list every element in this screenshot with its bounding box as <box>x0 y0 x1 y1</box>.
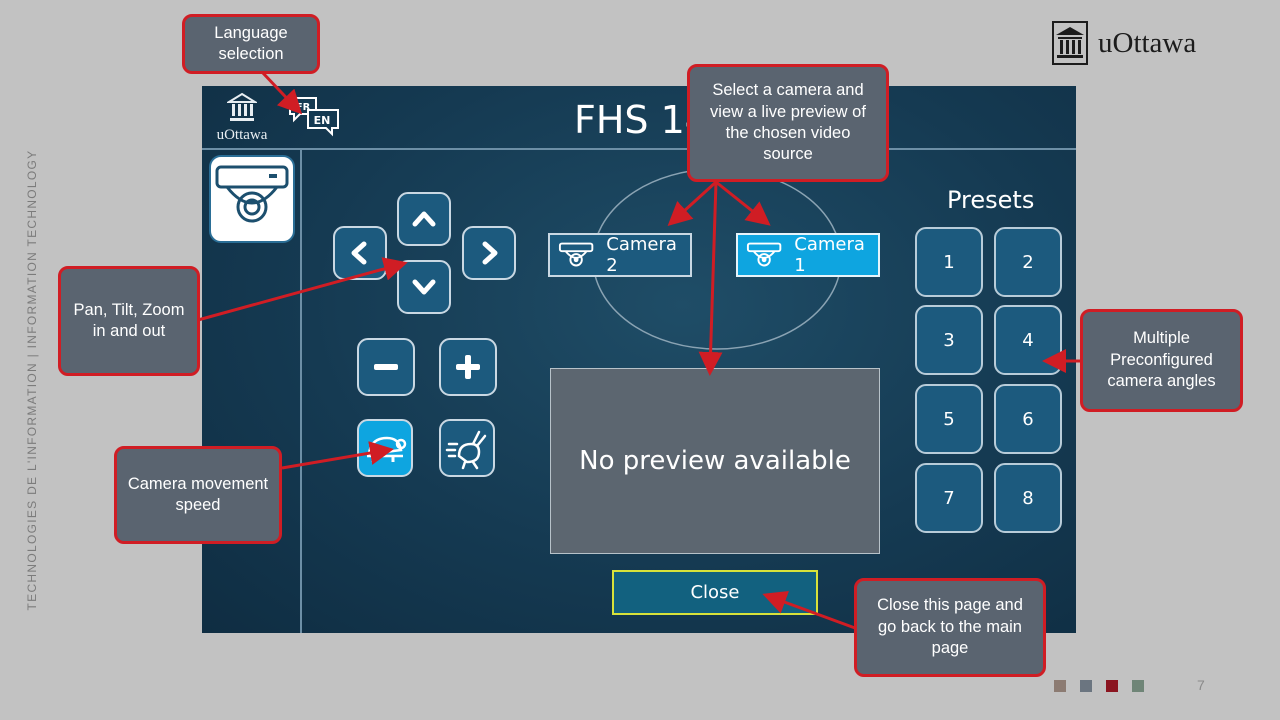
rabbit-icon <box>445 430 487 470</box>
callout-speed: Camera movement speed <box>114 446 282 544</box>
callout-close: Close this page and go back to the main … <box>854 578 1046 677</box>
dome-camera-icon <box>215 165 289 223</box>
camera-control-tab[interactable] <box>209 155 295 243</box>
preset-5-button[interactable]: 5 <box>915 384 983 454</box>
callout-language: Language selection <box>182 14 320 74</box>
close-button[interactable]: Close <box>612 570 818 615</box>
university-building-icon <box>225 92 259 121</box>
chevron-right-icon <box>482 241 498 265</box>
callout-ptz: Pan, Tilt, Zoom in and out <box>58 266 200 376</box>
logo-text: uOttawa <box>1098 26 1197 59</box>
room-title: FHS 14 <box>574 98 709 142</box>
presets-title: Presets <box>947 186 1035 214</box>
camera-2-button[interactable]: Camera 2 <box>548 233 692 277</box>
footer-square <box>1054 680 1066 692</box>
language-en: EN <box>314 114 331 127</box>
callout-camera-select: Select a camera and view a live preview … <box>687 64 889 182</box>
uottawa-logo: uOttawa <box>1052 20 1196 66</box>
chevron-up-icon <box>412 211 436 227</box>
preset-4-button[interactable]: 4 <box>994 305 1062 375</box>
preset-8-button[interactable]: 8 <box>994 463 1062 533</box>
tilt-down-button[interactable] <box>397 260 451 314</box>
plus-icon <box>456 355 480 379</box>
footer-square <box>1080 680 1092 692</box>
video-preview: No preview available <box>550 368 880 554</box>
panel-logo: uOttawa <box>210 92 274 144</box>
preset-2-button[interactable]: 2 <box>994 227 1062 297</box>
footer-color-squares <box>1054 680 1144 692</box>
turtle-icon <box>367 436 407 462</box>
zoom-in-button[interactable] <box>439 338 497 396</box>
panel-logo-text: uOttawa <box>216 127 268 143</box>
sidebar-divider <box>300 150 302 633</box>
chevron-down-icon <box>412 279 436 295</box>
preset-3-button[interactable]: 3 <box>915 305 983 375</box>
dome-camera-icon <box>746 242 782 267</box>
callout-presets: Multiple Preconfigured camera angles <box>1080 309 1243 412</box>
preview-text: No preview available <box>579 446 851 476</box>
tilt-up-button[interactable] <box>397 192 451 246</box>
chevron-left-icon <box>351 241 367 265</box>
footer-square <box>1132 680 1144 692</box>
pan-left-button[interactable] <box>333 226 387 280</box>
preset-6-button[interactable]: 6 <box>994 384 1062 454</box>
language-fr: FR <box>296 102 311 113</box>
header-divider <box>202 148 1076 150</box>
language-toggle-icon[interactable]: FR EN <box>288 96 340 138</box>
preset-1-button[interactable]: 1 <box>915 227 983 297</box>
camera-1-label: Camera 1 <box>794 234 865 276</box>
zoom-out-button[interactable] <box>357 338 415 396</box>
slow-speed-button[interactable] <box>357 419 413 477</box>
page-number: 7 <box>1197 677 1205 693</box>
fast-speed-button[interactable] <box>439 419 495 477</box>
camera-1-button[interactable]: Camera 1 <box>736 233 880 277</box>
camera-control-panel: uOttawa FR EN FHS 14 <box>202 86 1076 633</box>
preset-7-button[interactable]: 7 <box>915 463 983 533</box>
university-building-icon <box>1052 21 1088 65</box>
minus-icon <box>374 364 398 370</box>
dome-camera-icon <box>558 242 594 267</box>
pan-right-button[interactable] <box>462 226 516 280</box>
camera-2-label: Camera 2 <box>606 234 677 276</box>
close-label: Close <box>690 582 740 603</box>
footer-square <box>1106 680 1118 692</box>
